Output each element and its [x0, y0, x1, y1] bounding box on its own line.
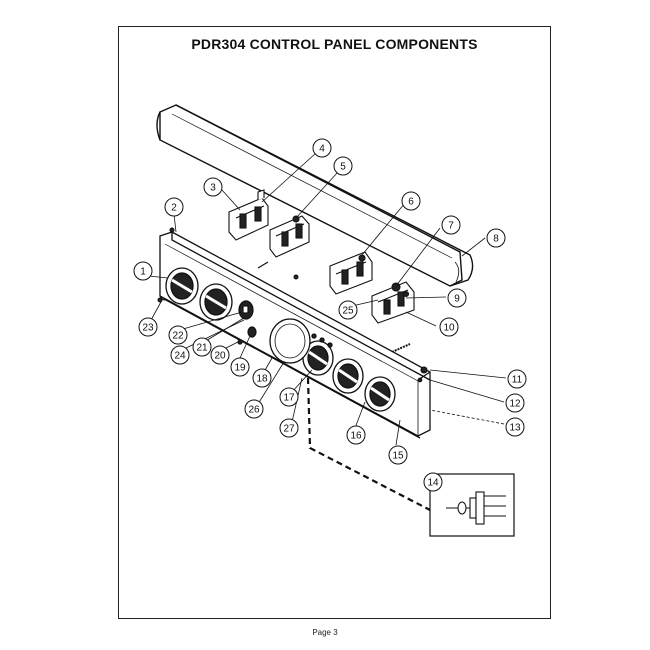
- callout-number: 16: [350, 431, 362, 442]
- callout-circle: [192, 337, 212, 357]
- callout-16: 16: [346, 425, 366, 445]
- callout-circle: [203, 177, 223, 197]
- callout-circle: [505, 417, 525, 437]
- callout-number: 21: [196, 343, 208, 354]
- callout-15: 15: [388, 445, 408, 465]
- callout-number: 6: [408, 197, 414, 208]
- callout-18: 18: [252, 368, 272, 388]
- callout-circle: [244, 399, 264, 419]
- callout-number: 1: [140, 267, 146, 278]
- callout-number: 9: [454, 294, 460, 305]
- callouts: 1234567891011121314151617181920212223242…: [133, 138, 527, 492]
- callout-23: 23: [138, 317, 158, 337]
- callout-17: 17: [279, 387, 299, 407]
- switches: [237, 300, 257, 345]
- callout-number: 3: [210, 183, 216, 194]
- callout-6: 6: [401, 191, 421, 211]
- callout-21: 21: [192, 337, 212, 357]
- callout-circle: [507, 369, 527, 389]
- callout-13: 13: [505, 417, 525, 437]
- callout-circle: [138, 317, 158, 337]
- control-knobs: [165, 267, 396, 412]
- callout-number: 19: [234, 363, 246, 374]
- callout-circle: [439, 317, 459, 337]
- callout-circle: [338, 300, 358, 320]
- callout-number: 4: [319, 144, 325, 155]
- callout-4: 4: [312, 138, 332, 158]
- callout-number: 26: [248, 405, 260, 416]
- callout-11: 11: [507, 369, 527, 389]
- callout-circle: [441, 215, 461, 235]
- callout-circle: [164, 197, 184, 217]
- callout-number: 2: [171, 203, 177, 214]
- callout-24: 24: [170, 345, 190, 365]
- callout-19: 19: [230, 357, 250, 377]
- callout-number: 17: [283, 393, 295, 404]
- callout-circle: [230, 357, 250, 377]
- callout-circle: [333, 156, 353, 176]
- callout-circle: [312, 138, 332, 158]
- callout-circle: [423, 472, 443, 492]
- callout-12: 12: [505, 393, 525, 413]
- trim-rail: [156, 104, 474, 287]
- callout-number: 12: [509, 399, 521, 410]
- callout-number: 27: [283, 424, 295, 435]
- loose-screws: [157, 227, 411, 353]
- end-cap: [417, 366, 428, 383]
- callout-number: 10: [443, 323, 455, 334]
- callout-circle: [168, 325, 188, 345]
- callout-number: 8: [493, 234, 499, 245]
- callout-number: 24: [174, 351, 186, 362]
- callout-10: 10: [439, 317, 459, 337]
- callout-3: 3: [203, 177, 223, 197]
- callout-circle: [505, 393, 525, 413]
- brackets-right: [329, 251, 415, 324]
- detail-box: [429, 473, 515, 537]
- callout-circle: [170, 345, 190, 365]
- callout-circle: [252, 368, 272, 388]
- callout-1: 1: [133, 261, 153, 281]
- brackets-left: [228, 189, 310, 258]
- callout-circle: [279, 387, 299, 407]
- callout-number: 15: [392, 451, 404, 462]
- callout-circle: [401, 191, 421, 211]
- callout-7: 7: [441, 215, 461, 235]
- callout-8: 8: [486, 228, 506, 248]
- callout-22: 22: [168, 325, 188, 345]
- callout-circle: [388, 445, 408, 465]
- callout-number: 18: [256, 374, 268, 385]
- clock: [269, 318, 333, 364]
- callout-number: 22: [172, 331, 184, 342]
- page-border: [118, 26, 551, 619]
- page-footer: Page 3: [312, 628, 338, 637]
- page-title: PDR304 CONTROL PANEL COMPONENTS: [191, 36, 478, 52]
- callout-number: 14: [427, 478, 439, 489]
- callout-2: 2: [164, 197, 184, 217]
- callout-9: 9: [447, 288, 467, 308]
- callout-circle: [279, 418, 299, 438]
- callout-circle: [346, 425, 366, 445]
- callout-circle: [447, 288, 467, 308]
- callout-27: 27: [279, 418, 299, 438]
- callout-circle: [210, 345, 230, 365]
- callout-number: 11: [512, 375, 523, 386]
- callout-25: 25: [338, 300, 358, 320]
- callout-26: 26: [244, 399, 264, 419]
- callout-14: 14: [423, 472, 443, 492]
- callout-5: 5: [333, 156, 353, 176]
- callout-number: 13: [509, 423, 521, 434]
- detail-link: [306, 377, 431, 511]
- callout-circle: [486, 228, 506, 248]
- callout-number: 25: [342, 306, 354, 317]
- callout-20: 20: [210, 345, 230, 365]
- callout-number: 20: [214, 351, 226, 362]
- callout-number: 7: [448, 221, 454, 232]
- callout-circle: [133, 261, 153, 281]
- callout-number: 23: [142, 323, 154, 334]
- callout-number: 5: [340, 162, 346, 173]
